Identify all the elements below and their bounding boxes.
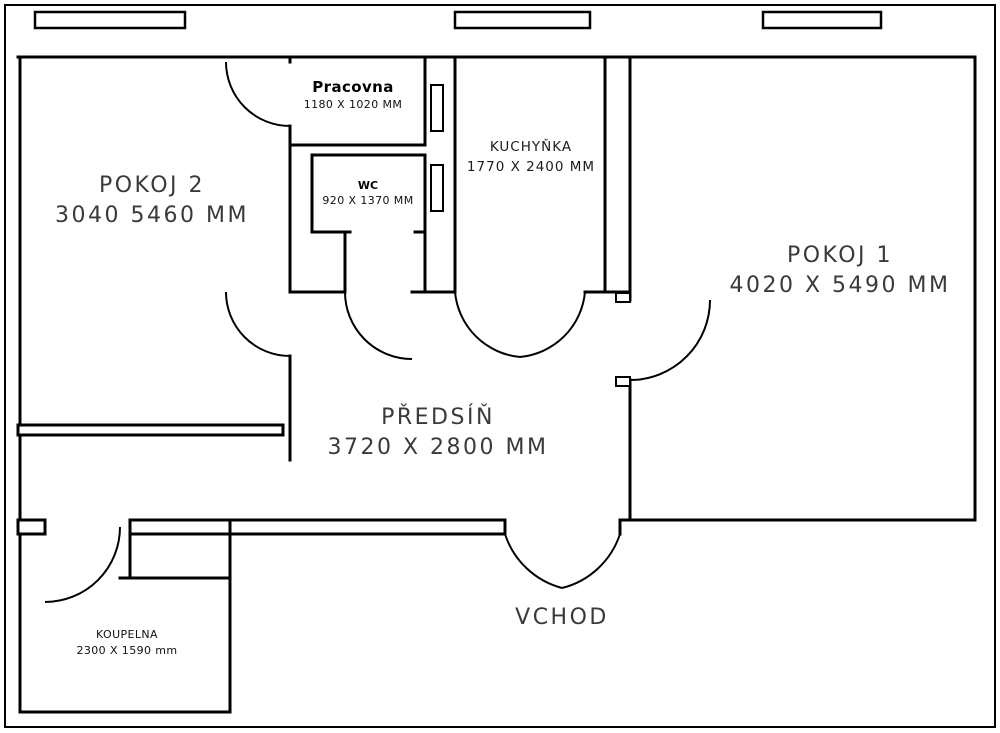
window-pokoj1-icon <box>761 10 883 30</box>
window-pokoj2-icon <box>33 10 187 30</box>
room-label-predsin: PŘEDSÍŇ <box>381 404 495 430</box>
wall-pracovna <box>288 55 427 147</box>
windows-layer <box>33 10 883 212</box>
jamb-pokoj1-bottom-icon <box>615 376 631 387</box>
labels-layer: POKOJ 2 3040 5460 MM Pracovna 1180 X 102… <box>55 78 951 657</box>
shaft-window-lower-icon <box>430 164 444 212</box>
wall-exterior-left-koupelna <box>18 55 232 714</box>
walls-layer <box>16 55 977 714</box>
frame-layer <box>4 4 996 728</box>
doors-layer <box>44 61 711 603</box>
door-arc-kuchynka-left-icon <box>454 291 521 358</box>
wall-exterior-top-right <box>16 55 977 522</box>
room-dims-pracovna: 1180 X 1020 MM <box>304 98 403 111</box>
room-dims-pokoj1: 4020 X 5490 MM <box>730 273 951 298</box>
wall-hall-south <box>128 518 507 536</box>
jamb-pokoj1-top-icon <box>615 292 631 303</box>
door-arc-kuchynka-right-icon <box>519 291 586 358</box>
wall-wc-vestibule <box>343 230 427 294</box>
room-dims-predsin: 3720 X 2800 MM <box>328 435 549 460</box>
room-label-pracovna: Pracovna <box>312 78 394 96</box>
wall-corridor-shaft <box>118 532 232 580</box>
door-arc-pokoj2-icon <box>225 291 291 357</box>
door-arc-vchod-left-icon <box>504 533 563 589</box>
room-label-pokoj2: POKOJ 2 <box>99 173 205 198</box>
wall-wc-box <box>310 153 427 234</box>
window-kuchynka-icon <box>453 10 592 30</box>
door-arc-wc-icon <box>344 291 413 360</box>
door-arc-pracovna-icon <box>225 61 291 127</box>
jambs-layer <box>615 292 631 387</box>
shaft-window-upper-icon <box>430 84 444 132</box>
room-label-wc: WC <box>358 179 378 192</box>
door-arc-pokoj1-icon <box>629 299 711 381</box>
door-arc-vchod-right-icon <box>561 533 621 589</box>
room-label-kuchynka: KUCHYŇKA <box>490 138 572 155</box>
room-dims-kuchynka: 1770 X 2400 MM <box>467 159 595 175</box>
room-label-pokoj1: POKOJ 1 <box>787 243 893 268</box>
entrance-label: VCHOD <box>515 605 609 630</box>
room-dims-pokoj2: 3040 5460 MM <box>55 203 249 228</box>
wall-pokoj2-south <box>16 423 285 437</box>
room-dims-koupelna: 2300 X 1590 mm <box>76 644 177 657</box>
image-border <box>4 4 996 728</box>
room-dims-wc: 920 X 1370 MM <box>322 194 413 207</box>
wall-corridor-stub <box>16 518 47 536</box>
wall-kuchynka <box>453 55 607 294</box>
room-label-koupelna: KOUPELNA <box>96 628 158 641</box>
door-arc-koupelna-icon <box>44 526 121 603</box>
